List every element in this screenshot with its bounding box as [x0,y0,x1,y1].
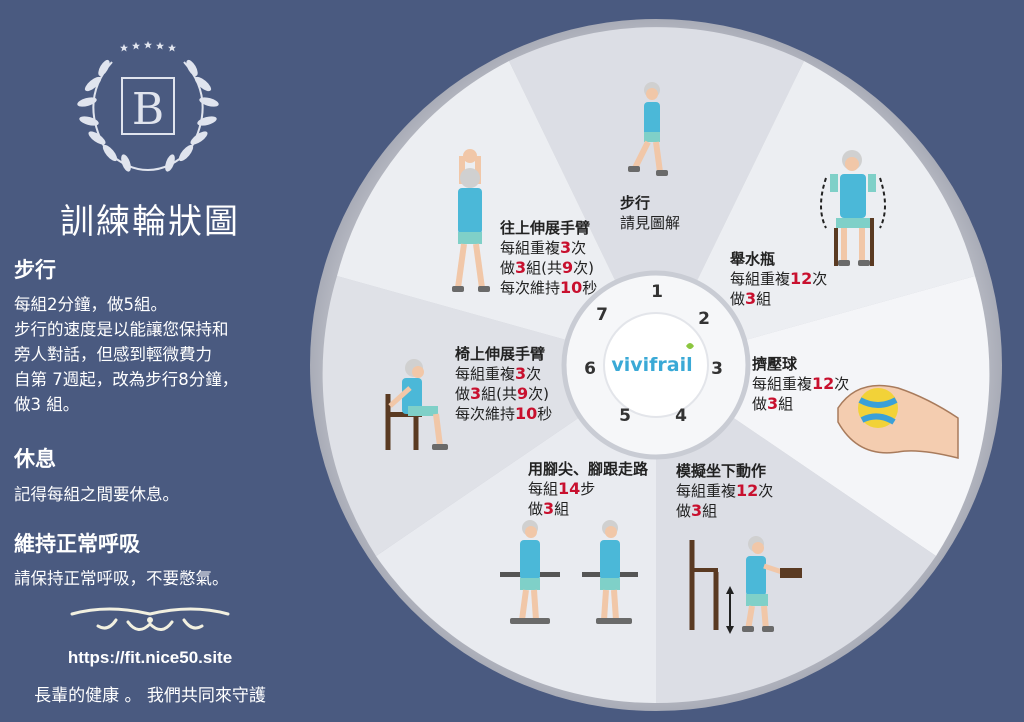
walking-figure-icon [628,82,668,176]
sector-number-1: 1 [651,282,663,302]
exercise-title: 舉水瓶 [730,250,776,268]
center-disc [603,312,709,418]
slogan: 長輩的健康 。 我們共同來守護 [34,686,266,706]
sector-number-2: 2 [698,309,710,329]
website-url: https://fit.nice50.site [67,648,233,667]
ornament-divider-icon [70,607,230,631]
exercise-title: 步行 [620,194,651,212]
exercise-detail-line: 做3組(共9次) [500,258,595,277]
exercise-detail-line: 每組重複12次 [676,481,774,500]
sector-number-4: 4 [675,406,687,426]
exercise-walk: 步行請見圖解 [620,193,680,233]
exercise-title: 往上伸展手臂 [500,219,591,237]
exercise-detail-line: 做3組 [730,289,772,308]
sector-walk [509,27,804,366]
exercise-title: 擠壓球 [752,355,798,373]
exercise-detail-line: 做3組 [752,394,794,413]
sit-down-figure-icon [689,536,802,634]
page-title: 訓練輪狀圖 [60,202,240,242]
exercise-up: 往上伸展手臂每組重複3次做3組(共9次)每次維持10秒 [500,218,597,298]
exercise-detail-line: 每組重複3次 [500,238,587,257]
exercise-detail-line: 做3組(共9次) [455,384,550,403]
exercise-title: 椅上伸展手臂 [455,345,546,363]
exercise-detail-line: 做3組 [676,501,718,520]
sector-up [337,61,656,365]
exercise-ball: 擠壓球每組重複12次做3組 [752,354,849,414]
exercise-detail-line: 請見圖解 [620,214,681,232]
walking-heading: 步行 [14,258,56,282]
exercise-squat: 模擬坐下動作每組重複12次做3組 [676,461,773,521]
exercise-heel: 用腳尖、腳跟走路每組14步做3組 [528,459,648,519]
sector-squat [656,365,936,704]
rest-description: 記得每組之間要休息。 [14,485,179,504]
chair-stretch-figure-icon [385,359,448,450]
exercise-bottle: 舉水瓶每組重複12次做3組 [730,249,827,309]
breathing-heading: 維持正常呼吸 [14,532,140,556]
arms-up-figure-icon [452,149,490,292]
rest-heading: 休息 [14,447,56,471]
leaf-icon [686,343,694,349]
sector-number-3: 3 [711,359,723,379]
exercise-detail-line: 每組14步 [528,479,596,498]
exercise-detail-line: 做3組 [528,499,570,518]
sector-number-6: 6 [584,359,596,379]
svg-text:B: B [132,84,164,135]
vivifrail-logo: vivifrail [611,354,692,376]
exercise-detail-line: 每組重複3次 [455,364,542,383]
wheel-sectors [322,27,990,704]
heel-toe-figures-icon [500,520,638,624]
sector-bottle [656,61,975,365]
exercise-chair: 椅上伸展手臂每組重複3次做3組(共9次)每次維持10秒 [455,344,552,424]
exercise-detail-line: 每次維持10秒 [455,404,553,423]
exercise-title: 模擬坐下動作 [676,462,767,480]
squeeze-ball-hand-icon [837,384,959,459]
sector-number-5: 5 [619,406,631,426]
sector-number-7: 7 [596,305,608,325]
exercise-title: 用腳尖、腳跟走路 [528,460,649,478]
sector-heel [376,365,656,704]
water-bottle-figure-icon [820,150,886,266]
breathing-description: 請保持正常呼吸，不要憋氣。 [14,569,229,588]
laurel-logo-icon: B [77,41,219,172]
exercise-detail-line: 每次維持10秒 [500,278,598,297]
exercise-detail-line: 每組重複12次 [730,269,828,288]
walking-description: 每組2分鐘，做5組。 步行的速度是以能讓您保持和 旁人對話，但感到輕微費力 自第… [14,295,239,414]
exercise-detail-line: 每組重複12次 [752,374,850,393]
